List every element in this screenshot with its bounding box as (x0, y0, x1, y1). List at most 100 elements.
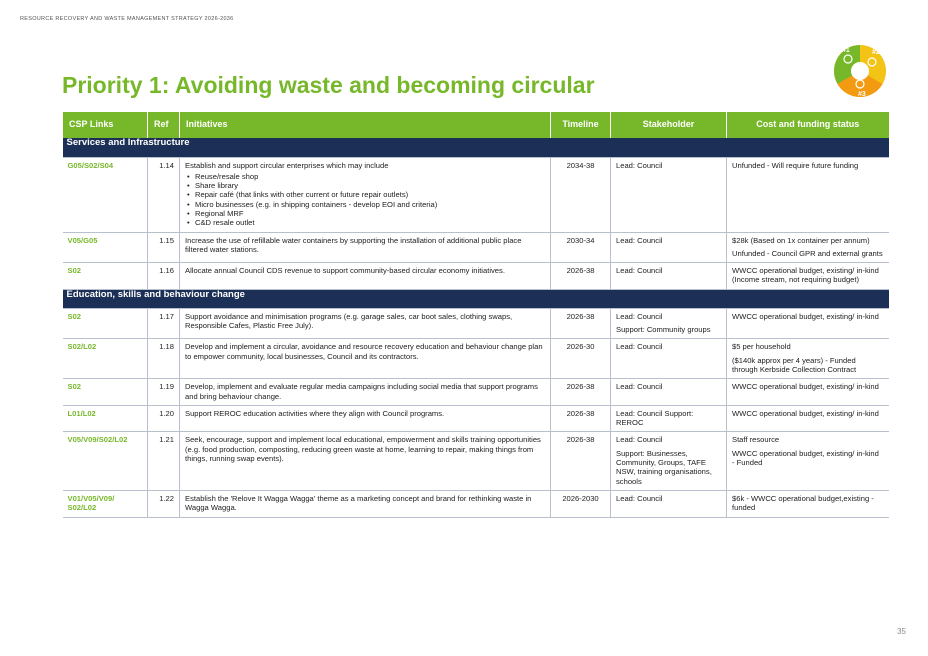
badge-label-1: #1 (842, 47, 850, 54)
ref-cell: 1.16 (147, 262, 180, 290)
list-item: C&D resale outlet (187, 218, 545, 228)
initiative-cell: Establish and support circular enterpris… (179, 157, 551, 233)
list-item: Share library (187, 181, 545, 191)
section-title: Education, skills and behaviour change (62, 289, 889, 309)
initiative-cell: Develop and implement a circular, avoida… (179, 338, 551, 380)
header-timeline: Timeline (550, 112, 611, 138)
running-header: RESOURCE RECOVERY AND WASTE MANAGEMENT S… (20, 16, 234, 22)
initiative-text: Support avoidance and minimisation progr… (185, 311, 513, 331)
initiative-text: Develop, implement and evaluate regular … (185, 382, 538, 401)
list-item: Regional MRF (187, 209, 545, 219)
timeline-cell: 2026-38 (550, 405, 611, 433)
csp-links-cell: S02 (62, 378, 148, 406)
cost-funding-cell: $6k - WWCC operational budget,existing -… (726, 490, 889, 518)
cost-line: ($140k approx per 4 years) - Funded thro… (732, 355, 857, 374)
initiative-cell: Develop, implement and evaluate regular … (179, 378, 551, 406)
ref-cell: 1.15 (147, 232, 180, 264)
stakeholder-cell: Lead: Council (610, 157, 727, 233)
ref-cell: 1.19 (147, 378, 180, 406)
list-item: Reuse/resale shop (187, 172, 545, 182)
initiative-text: Seek, encourage, support and implement l… (185, 435, 541, 464)
initiative-text: Establish the 'Relove It Wagga Wagga' th… (185, 493, 532, 513)
timeline-cell: 2026-2030 (550, 490, 611, 518)
initiative-cell: Allocate annual Council CDS revenue to s… (179, 262, 551, 290)
cost-funding-cell: $5 per household ($140k approx per 4 year… (726, 338, 889, 380)
cost-line: $6k - WWCC operational budget,existing -… (732, 493, 874, 513)
header-csp-links: CSP Links (62, 112, 148, 138)
timeline-cell: 2026-30 (550, 338, 611, 380)
cost-line: WWCC operational budget, existing/ in-ki… (732, 382, 879, 392)
list-item: Micro businesses (e.g. in shipping conta… (187, 200, 545, 210)
initiative-cell: Seek, encourage, support and implement l… (179, 431, 551, 491)
timeline-cell: 2026-38 (550, 378, 611, 406)
stakeholder-line: Lead: Council (616, 493, 663, 503)
csp-links-cell: S02 (62, 308, 148, 340)
ref-cell: 1.20 (147, 405, 180, 433)
stakeholder-line: Support: Community groups (616, 325, 711, 335)
stakeholder-cell: Lead: Council (610, 378, 727, 406)
cost-line: WWCC operational budget, existing/ in-ki… (732, 266, 879, 285)
initiative-cell: Establish the 'Relove It Wagga Wagga' th… (179, 490, 551, 518)
cost-funding-cell: WWCC operational budget, existing/ in-ki… (726, 262, 889, 290)
csp-links-cell: G05/S02/S04 (62, 157, 148, 233)
cost-funding-cell: WWCC operational budget, existing/ in-ki… (726, 308, 889, 340)
stakeholder-line: Lead: Council (616, 311, 663, 321)
initiative-text: Support REROC education activities where… (185, 408, 445, 418)
stakeholder-cell: Lead: Council (610, 262, 727, 290)
stakeholder-line: Lead: Council (616, 160, 663, 170)
stakeholder-line: Lead: Council Support: REROC (616, 408, 694, 428)
stakeholder-line: Support: Businesses, Community, Groups, … (616, 448, 712, 486)
stakeholder-line: Lead: Council (616, 235, 663, 245)
timeline-cell: 2034-38 (550, 157, 611, 233)
cost-funding-cell: $28k (Based on 1x container per annum)Un… (726, 232, 889, 264)
initiatives-table: CSP Links Ref Initiatives Timeline Stake… (62, 112, 889, 518)
header-stakeholder: Stakeholder (610, 112, 727, 138)
initiative-text: Establish and support circular enterpris… (185, 160, 389, 170)
priority-badge-icon: #1 #2 #3 (834, 45, 886, 98)
ref-cell: 1.22 (147, 490, 180, 518)
recycle-icon (867, 57, 877, 67)
cost-line: $5 per household (732, 342, 791, 352)
stakeholder-cell: Lead: Council (610, 232, 727, 264)
timeline-cell: 2026-38 (550, 308, 611, 340)
cost-funding-cell: WWCC operational budget, existing/ in-ki… (726, 378, 889, 406)
initiative-bullet-list: Reuse/resale shopShare libraryRepair caf… (185, 172, 545, 228)
header-cost-funding: Cost and funding status (726, 112, 889, 138)
header-initiatives: Initiatives (179, 112, 551, 138)
stakeholder-cell: Lead: Council (610, 338, 727, 380)
csp-links-cell: S02 (62, 262, 148, 290)
ref-cell: 1.17 (147, 308, 180, 340)
stakeholder-line: Lead: Council (616, 266, 663, 276)
csp-links-cell: S02/L02 (62, 338, 148, 380)
section-title: Services and Infrastructure (62, 138, 889, 158)
section-row: Education, skills and behaviour change (62, 289, 889, 309)
ref-cell: 1.21 (147, 431, 180, 491)
badge-label-3: #3 (858, 91, 866, 98)
initiative-text: Allocate annual Council CDS revenue to s… (185, 266, 505, 276)
timeline-cell: 2030-34 (550, 232, 611, 264)
csp-links-cell: V05/V09/S02/L02 (62, 431, 148, 491)
page-title: Priority 1: Avoiding waste and becoming … (62, 72, 595, 98)
header-ref: Ref (147, 112, 180, 138)
ref-cell: 1.18 (147, 338, 180, 380)
initiative-cell: Support REROC education activities where… (179, 405, 551, 433)
stakeholder-cell: Lead: Council (610, 490, 727, 518)
cost-line: WWCC operational budget, existing/ in-ki… (732, 311, 879, 321)
initiative-text: Develop and implement a circular, avoida… (185, 342, 543, 361)
page-number: 35 (897, 627, 906, 636)
stakeholder-line: Lead: Council (616, 382, 663, 392)
section-row: Services and Infrastructure (62, 138, 889, 158)
table-header-row: CSP Links Ref Initiatives Timeline Stake… (62, 112, 889, 138)
stakeholder-cell: Lead: Council Support: REROC (610, 405, 727, 433)
